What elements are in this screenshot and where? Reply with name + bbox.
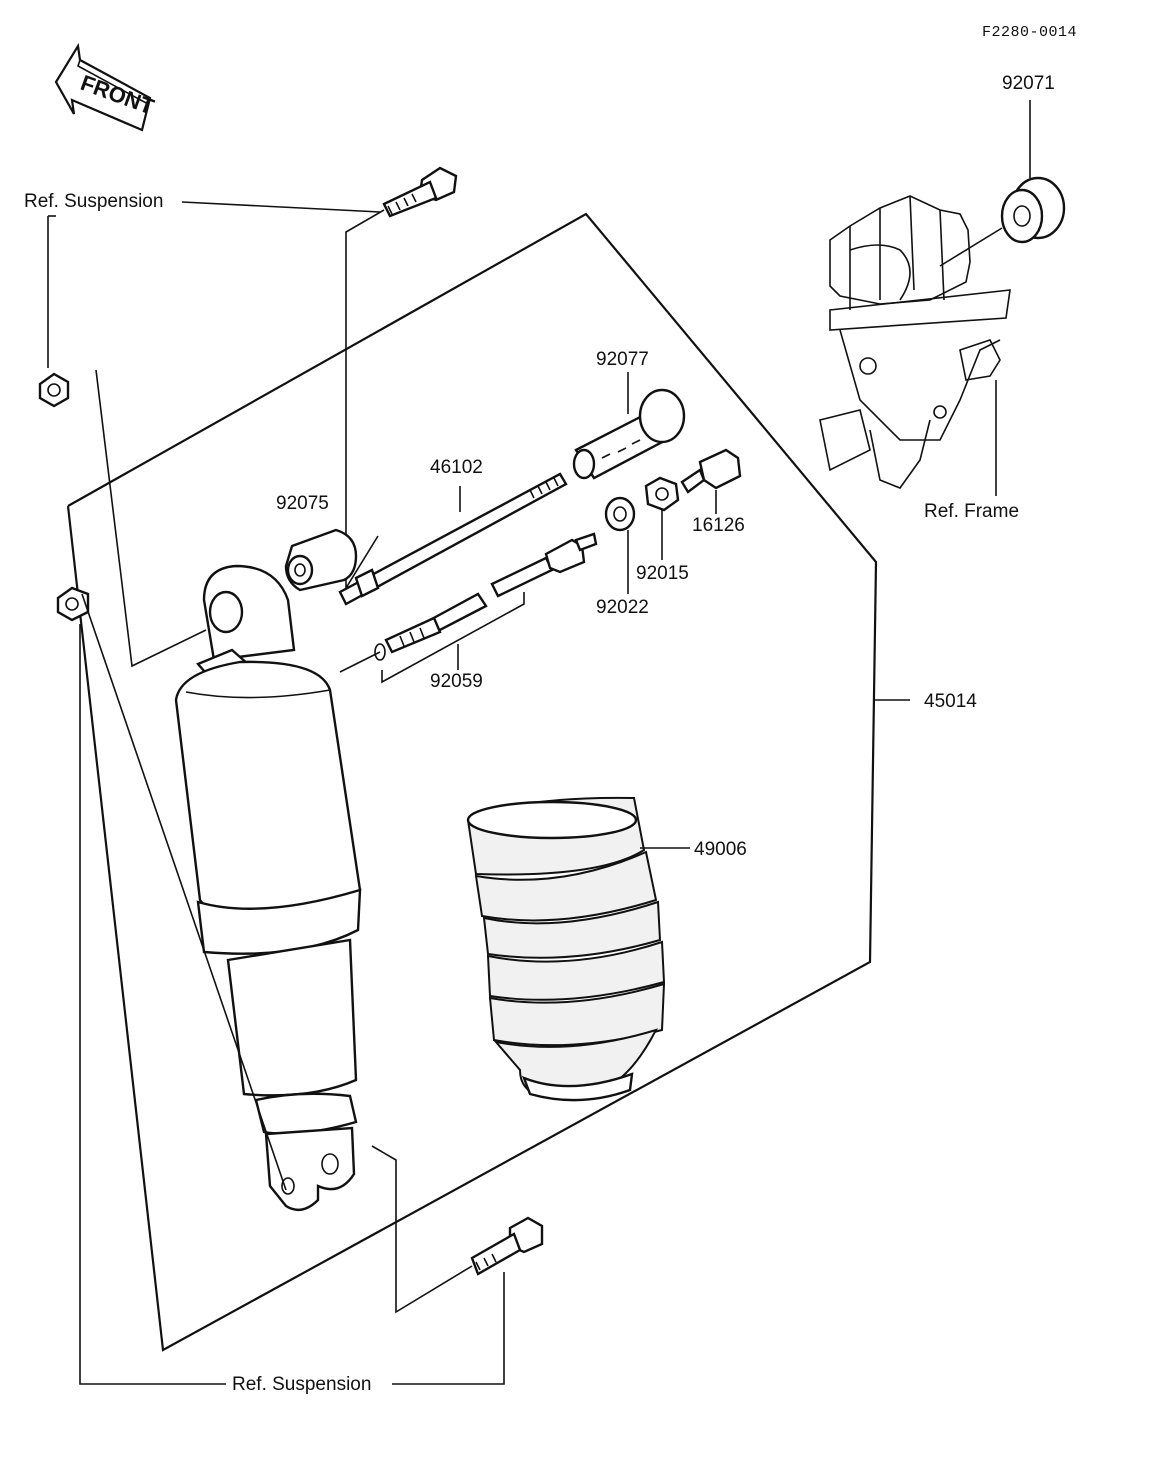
- rubber-boot-49006: [466, 796, 666, 1102]
- washer-92022: [604, 496, 636, 532]
- bottom-nut-icon: [56, 586, 90, 622]
- label-92077: 92077: [596, 349, 649, 370]
- label-45014: 45014: [924, 691, 977, 712]
- shock-absorber-body: [174, 564, 362, 1212]
- valve-16126: [680, 448, 742, 494]
- label-92071: 92071: [1002, 73, 1055, 94]
- shaft-46102: [338, 472, 568, 606]
- bushing-92075: [284, 528, 358, 592]
- sleeve-92077: [572, 388, 686, 480]
- pin-lower-92059: [374, 592, 488, 661]
- label-92015: 92015: [636, 563, 689, 584]
- frame-reference: [819, 195, 1011, 489]
- label-92075: 92075: [276, 493, 329, 514]
- assembly-outline: [66, 212, 878, 1352]
- label-92059: 92059: [430, 671, 483, 692]
- top-nut-icon: [38, 372, 70, 408]
- pin-upper-92059: [490, 532, 598, 598]
- bottom-bolt-icon: [470, 1216, 544, 1276]
- drawing-code: F2280-0014: [982, 24, 1078, 41]
- label-16126: 16126: [692, 515, 745, 536]
- front-badge-text: FRONT: [77, 70, 157, 120]
- top-bolt-icon: [382, 166, 458, 218]
- label-92022: 92022: [596, 597, 649, 618]
- label-ref-suspension-bottom: Ref. Suspension: [232, 1374, 372, 1395]
- nut-92015: [644, 476, 680, 512]
- label-46102: 46102: [430, 457, 483, 478]
- label-ref-frame: Ref. Frame: [924, 501, 1020, 522]
- bushing-92071: [1000, 176, 1066, 244]
- label-ref-suspension-top: Ref. Suspension: [24, 191, 164, 212]
- front-arrow-icon: FRONT: [54, 42, 158, 132]
- label-49006: 49006: [694, 839, 747, 860]
